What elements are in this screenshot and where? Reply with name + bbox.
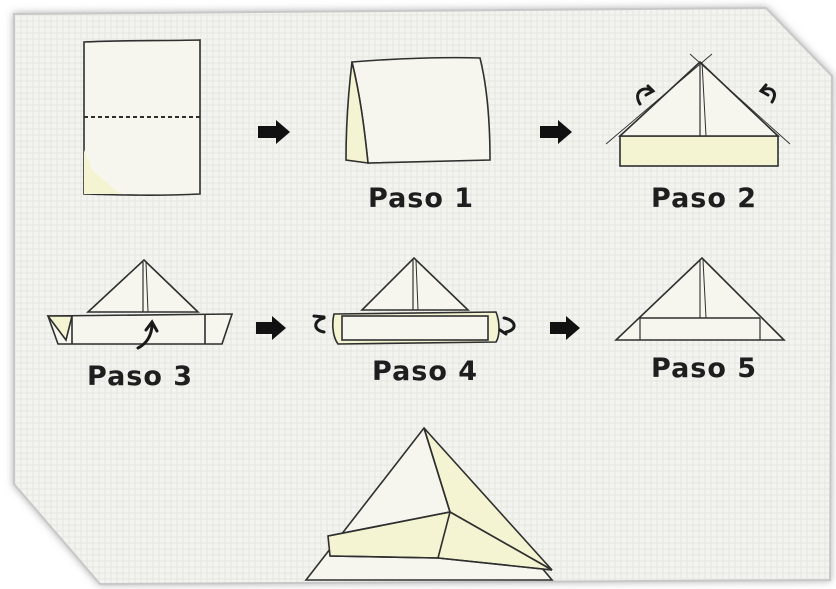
right-arrow-icon xyxy=(540,120,572,144)
step-4-figure xyxy=(332,256,500,345)
step-1-figure xyxy=(345,56,491,164)
step-2-figure xyxy=(605,53,791,167)
step-1-label: Paso 1 xyxy=(368,183,475,214)
right-arrow-icon xyxy=(256,316,286,340)
finished-boat-figure xyxy=(304,426,554,581)
step-4-label: Paso 4 xyxy=(372,356,479,387)
right-arrow-icon xyxy=(550,316,580,340)
curved-fold-arrow-icon xyxy=(136,319,159,350)
right-arrow-icon xyxy=(258,120,290,144)
step-3-label: Paso 3 xyxy=(87,361,194,392)
sheet-with-fold-line xyxy=(83,39,201,196)
step-2-label: Paso 2 xyxy=(651,183,758,214)
curved-fold-arrow-icon xyxy=(312,314,516,336)
step-5-label: Paso 5 xyxy=(651,353,758,384)
step-5-figure xyxy=(614,256,786,341)
curved-fold-arrow-icon xyxy=(636,83,776,106)
step-3-figure xyxy=(46,258,234,345)
